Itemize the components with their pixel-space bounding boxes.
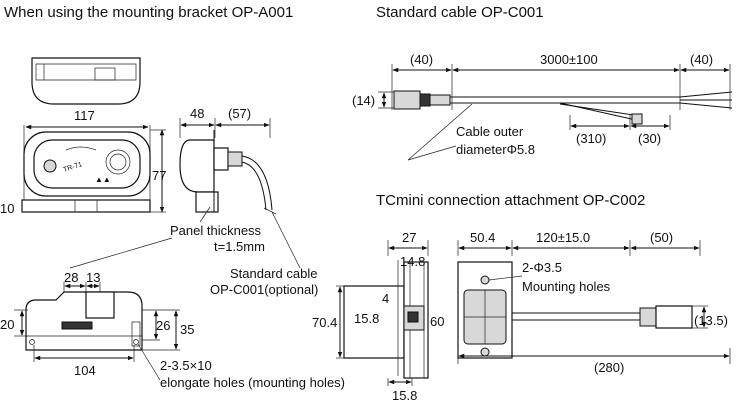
warning-icon: ▲▲ [95, 175, 111, 184]
std-cable-callout: Standard cable OP-C001(optional) [210, 211, 318, 297]
dim-left-edge: 10 [0, 201, 14, 216]
dim-attach-connector: (50) [650, 230, 673, 245]
dim-attach-offset: 15.8 [354, 311, 379, 326]
heading-cable: Standard cable OP-C001 [376, 4, 544, 21]
heading-bracket: When using the mounting bracket OP-A001 [4, 4, 293, 21]
dim-attach-inner: 14.8 [400, 254, 425, 269]
dim-side-cable: (57) [228, 106, 251, 121]
attachment-holes-callout: 2-Φ3.5 Mounting holes [488, 260, 611, 294]
std-cable-option: OP-C001(optional) [210, 282, 318, 297]
dim-top-b: 13 [86, 270, 100, 285]
dim-attach-plug-height: (13.5) [694, 313, 728, 328]
attach-holes-spec: 2-Φ3.5 [522, 260, 562, 275]
dim-bracket-width-label: 117 [74, 108, 95, 123]
panel-thickness-label: Panel thickness [170, 223, 262, 238]
cable-strip-dims: (310) (30) [569, 115, 671, 146]
device-bottom-view: 28 13 [25, 270, 143, 351]
dim-side-depth: 48 [190, 106, 204, 121]
dim-attach-height: 70.4 [312, 315, 337, 330]
cable-dims: (40) 3000±100 (40) [391, 52, 731, 110]
holes-callout: 2-3.5×10 elongate holes (mounting holes) [137, 343, 345, 390]
dim-top-a: 28 [64, 270, 78, 285]
dim-attach-bottom: 15.8 [392, 388, 417, 403]
panel-thickness-value: t=1.5mm [214, 239, 265, 254]
holes-label: elongate holes (mounting holes) [160, 375, 345, 390]
dim-attach-total: (280) [594, 360, 624, 375]
dim-bottom-right: 26 35 [142, 309, 194, 351]
dim-attach-width: 50.4 [470, 230, 495, 245]
dim-cable-end: (30) [638, 131, 661, 146]
device-front-view: TR-71 ▲▲ [23, 131, 151, 197]
dim-attach-mid-height: 60 [430, 314, 444, 329]
dim-cable-left: (40) [410, 52, 433, 67]
std-cable-label: Standard cable [230, 266, 317, 281]
dim-cable-length: 3000±100 [540, 52, 598, 67]
dim-right-outer: 35 [180, 322, 194, 337]
attachment-front-view: (13.5) [457, 261, 728, 359]
dim-cable-right: (40) [690, 52, 713, 67]
panel-thickness-callout: Panel thickness t=1.5mm [69, 206, 265, 269]
dim-attach-small: 4 [382, 291, 389, 306]
dim-cable-strip: (310) [576, 131, 606, 146]
cable-outer-value: diameterΦ5.8 [456, 142, 535, 157]
dim-attach-depth: 27 [402, 230, 416, 245]
dim-left-height: 20 [0, 317, 14, 332]
cable-drawing: (14) [352, 90, 733, 125]
dim-attach-cable: 120±15.0 [536, 230, 590, 245]
cable-outer-callout: Cable outer diameterΦ5.8 [407, 103, 535, 161]
device-top-view [31, 57, 141, 105]
holes-spec: 2-3.5×10 [160, 358, 212, 373]
attachment-total-dim: (280) [457, 348, 731, 375]
dim-bottom-width: 104 [33, 345, 135, 378]
dim-bracket-height-label: 77 [152, 168, 166, 183]
dim-right-inner: 26 [156, 318, 170, 333]
dim-bracket-height: 77 [150, 129, 166, 213]
dim-cable-height: (14) [352, 93, 375, 108]
dim-bottom-width-label: 104 [74, 363, 96, 378]
heading-attachment: TCmini connection attachment OP-C002 [376, 192, 645, 209]
attachment-top-dims: 27 50.4 120±15.0 (50) [387, 230, 701, 256]
dim-bottom-left: 20 [0, 309, 28, 337]
cable-outer-label: Cable outer [456, 124, 524, 139]
bracket-plate: 10 [0, 199, 151, 216]
device-side-view: 48 (57) [179, 106, 277, 215]
attachment-side-view: 14.8 4 15.8 60 70.4 15.8 [312, 254, 444, 403]
dim-bracket-width: 117 [23, 108, 151, 200]
attach-holes-label: Mounting holes [522, 279, 611, 294]
